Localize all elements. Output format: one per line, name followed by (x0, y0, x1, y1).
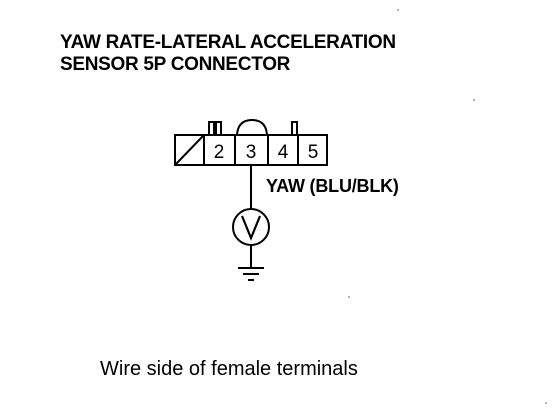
locking-tab (208, 121, 215, 136)
wire-color-label: YAW (BLU/BLK) (266, 176, 399, 196)
view-caption: Wire side of female terminals (100, 358, 358, 380)
title-line-1: YAW RATE-LATERAL ACCELERATION (60, 32, 396, 53)
guide-tab (291, 121, 298, 136)
locking-tab (215, 121, 222, 136)
ground-icon (238, 267, 264, 281)
pin-number-5: 5 (308, 142, 319, 163)
pin-number-2: 2 (214, 142, 225, 163)
title-line-2: SENSOR 5P CONNECTOR (60, 54, 291, 75)
voltmeter-icon (232, 208, 270, 246)
diagram-title: YAW RATE-LATERAL ACCELERATION SENSOR 5P … (60, 32, 396, 76)
scan-specks (348, 9, 547, 404)
pin-number-4: 4 (278, 142, 289, 163)
probe-hood (236, 118, 268, 136)
unused-terminal-slash (175, 135, 204, 165)
pin-number-3: 3 (246, 142, 257, 163)
